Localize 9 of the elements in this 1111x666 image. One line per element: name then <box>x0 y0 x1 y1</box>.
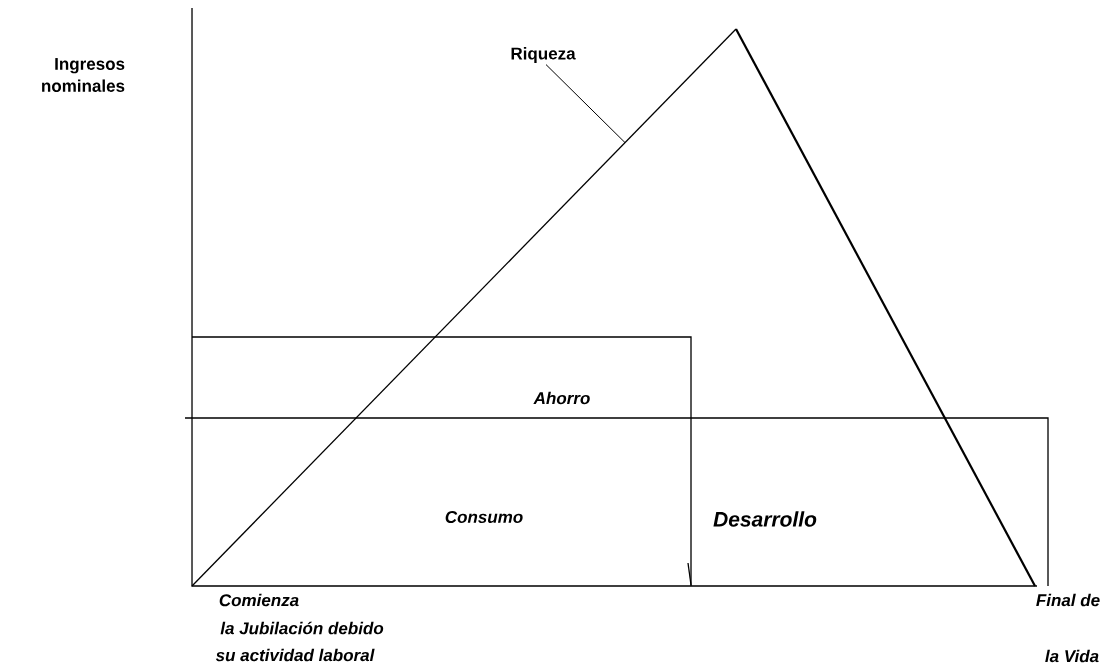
axis-label: Final de <box>1036 593 1100 607</box>
axis-label: Ingresos nominales <box>42 58 125 92</box>
area-label: Consumo <box>445 510 523 523</box>
axis-label: su actividad laboral <box>215 648 375 662</box>
area-label: Desarrollo <box>713 511 817 527</box>
axis-label: la Vida <box>1045 649 1099 663</box>
axis-label: la Jubilación debido <box>220 621 384 635</box>
leader-line <box>545 64 626 144</box>
area-label: Ahorro <box>533 391 590 405</box>
